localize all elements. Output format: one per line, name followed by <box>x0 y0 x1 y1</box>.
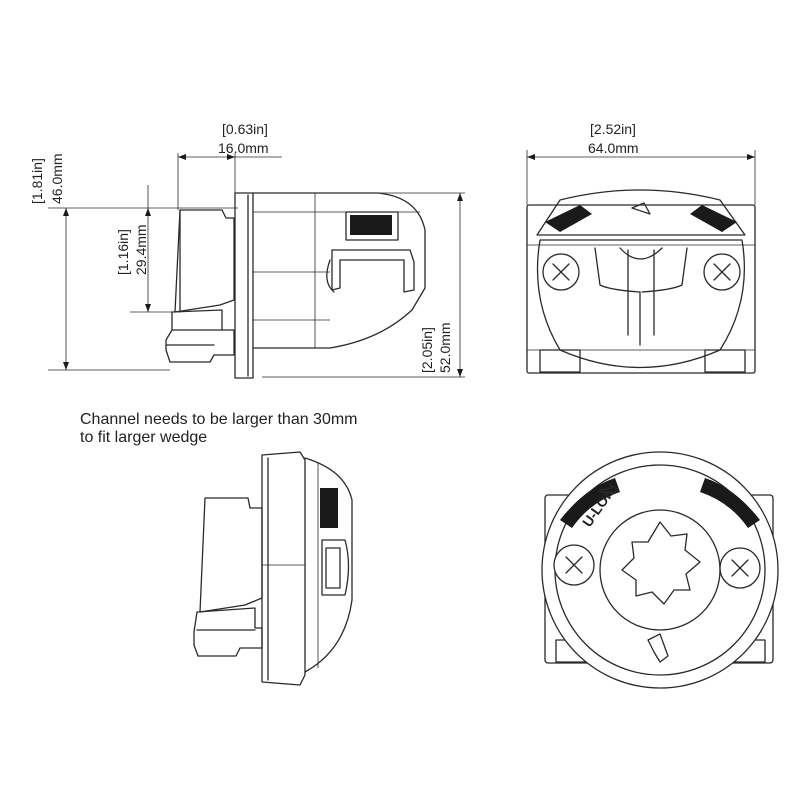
dim-height-52mm-mm: 52.0mm <box>437 322 453 373</box>
dim-height-52mm-inch: [2.05in] <box>419 327 435 373</box>
dimension-width-16mm: [0.63in] 16.0mm <box>177 121 282 210</box>
dim-width-16mm-inch: [0.63in] <box>222 121 268 137</box>
front-view-bottom: U-LOK <box>541 451 779 689</box>
dim-width-16mm-mm: 16.0mm <box>218 140 269 156</box>
dim-height-29mm-mm: 29.4mm <box>133 224 149 275</box>
dim-height-46mm-inch: [1.81in] <box>29 158 45 204</box>
note-line-2: to fit larger wedge <box>80 429 207 446</box>
side-view-bottom <box>193 451 353 686</box>
side-view-top <box>165 192 426 379</box>
front-view-top <box>526 189 756 374</box>
dimension-height-52mm: [2.05in] 52.0mm <box>262 192 465 378</box>
note-line-1: Channel needs to be larger than 30mm <box>80 411 358 428</box>
dim-width-64mm-mm: 64.0mm <box>588 140 639 156</box>
dimension-width-64mm: [2.52in] 64.0mm <box>526 121 756 205</box>
logo-icon <box>647 633 669 663</box>
dim-height-46mm-mm: 46.0mm <box>49 153 65 204</box>
dimension-height-29mm: [1.16in] 29.4mm <box>115 185 175 313</box>
dim-height-29mm-inch: [1.16in] <box>115 229 131 275</box>
note-text: Channel needs to be larger than 30mm to … <box>80 411 358 446</box>
dim-width-64mm-inch: [2.52in] <box>590 121 636 137</box>
dimension-height-46mm: [1.81in] 46.0mm <box>29 153 238 371</box>
